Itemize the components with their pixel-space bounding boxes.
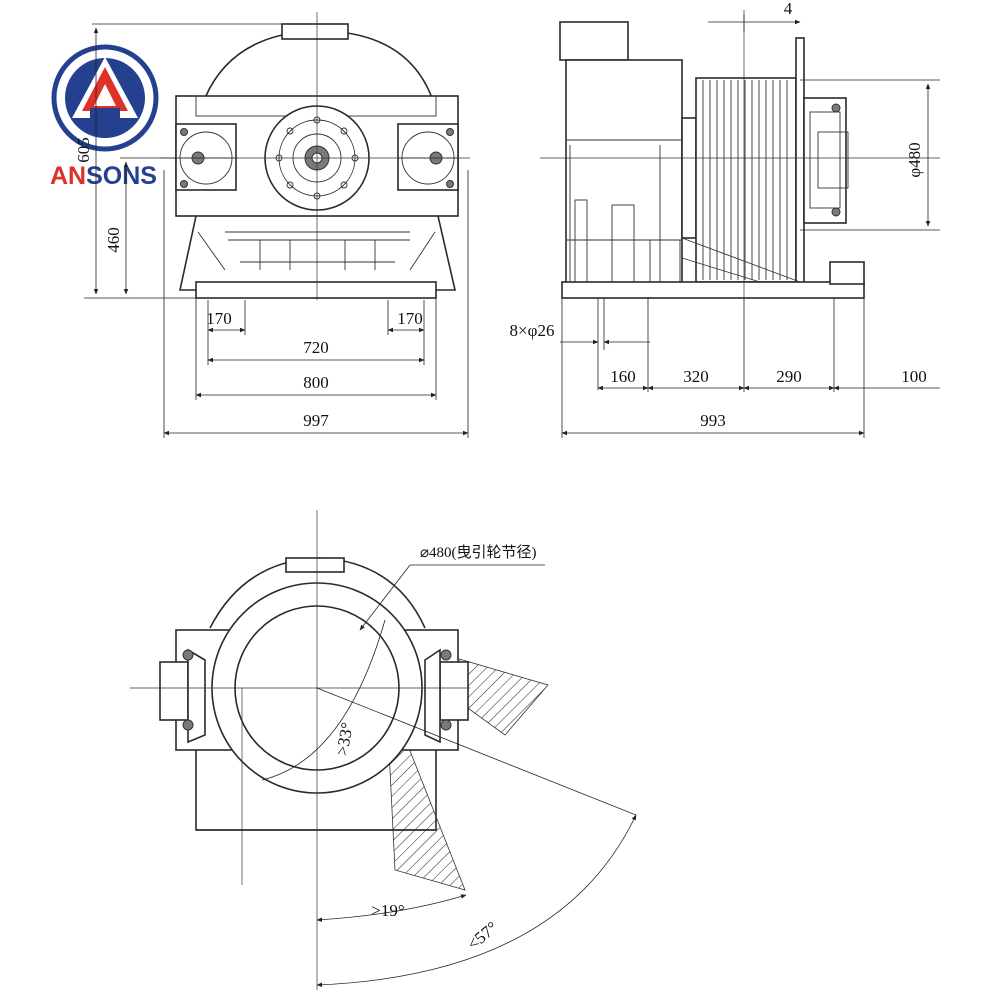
bottom-top-flange xyxy=(285,557,345,573)
front-base-plate xyxy=(195,281,437,299)
arc-33 xyxy=(261,619,386,781)
side-end-bearing xyxy=(803,97,847,224)
ansons-logo: ANSONS xyxy=(50,44,159,190)
front-dim-170-left: 170 xyxy=(206,309,232,328)
side-dim-dia480: φ480 xyxy=(905,142,924,177)
side-dim-320: 320 xyxy=(683,367,709,386)
front-dim-720: 720 xyxy=(303,338,329,357)
note-sheave-pitch-dia: ⌀480(曳引轮节径) xyxy=(420,544,537,561)
logo-base-bar xyxy=(90,108,120,120)
front-dim-170-right: 170 xyxy=(397,309,423,328)
bottom-right-brake-block xyxy=(439,661,469,721)
side-sheave-grooves xyxy=(702,80,788,280)
angle-19: >19° xyxy=(371,901,404,920)
logo-brand-text: ANSONS xyxy=(50,162,157,190)
front-view: 460 605 170 170 720 800 997 xyxy=(74,12,470,438)
front-top-flange xyxy=(281,23,349,40)
side-sheave xyxy=(695,77,797,283)
side-dim-993: 993 xyxy=(700,411,726,430)
side-dim-100: 100 xyxy=(901,367,927,386)
bottom-left-brake-block xyxy=(159,661,189,721)
side-dim-4: 4 xyxy=(784,0,793,18)
side-main-housing xyxy=(565,59,683,291)
logo-triangle-inner xyxy=(94,84,116,106)
side-top-flange xyxy=(559,21,629,61)
front-dim-460: 460 xyxy=(104,227,123,253)
side-view: 4 φ480 8×φ26 160 320 290 100 993 xyxy=(510,0,940,438)
side-dim-160: 160 xyxy=(610,367,636,386)
side-dim-290: 290 xyxy=(776,367,802,386)
front-dim-800: 800 xyxy=(303,373,329,392)
side-base-plate xyxy=(561,281,865,299)
front-right-brake xyxy=(397,123,459,191)
front-dim-997: 997 xyxy=(303,411,329,430)
front-dim-height-top: 605 xyxy=(74,137,93,163)
arc-57 xyxy=(316,814,637,988)
rope-angle-view: ⌀480(曳引轮节径) >33° >19° <57° xyxy=(130,510,637,990)
side-dim-bolts: 8×φ26 xyxy=(510,321,555,340)
